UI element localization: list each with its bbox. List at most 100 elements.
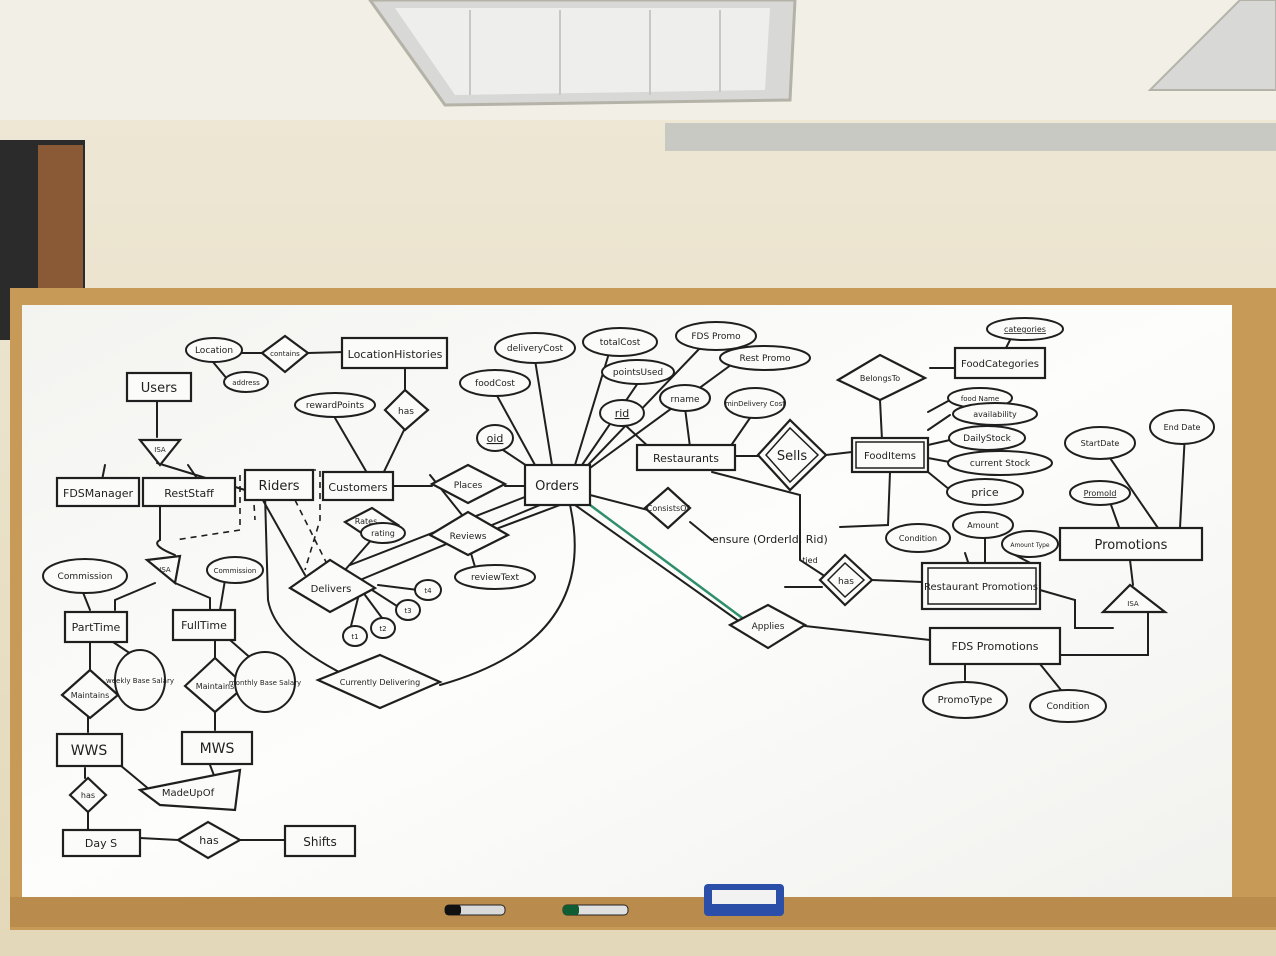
applies-relationship xyxy=(727,603,808,650)
commission-ft-attribute xyxy=(206,556,264,584)
shifts-label: Shifts xyxy=(303,835,337,849)
has-promo-inner-border xyxy=(826,561,866,599)
price-attr-label: price xyxy=(971,486,999,499)
commission-ft-attr-label: Commission xyxy=(214,567,257,575)
marker-black xyxy=(444,904,506,916)
promo-id-attribute xyxy=(1069,480,1131,506)
promo-id-attr-label: PromoId xyxy=(1084,489,1117,498)
daily-stock-attribute xyxy=(948,425,1026,451)
places-relationship xyxy=(429,463,508,505)
t2-attribute xyxy=(370,617,396,639)
has-location-relationship xyxy=(383,388,430,432)
restaurant-promotions-inner-border xyxy=(927,567,1037,605)
daily-stock-attr-label: DailyStock xyxy=(963,434,1011,444)
rest-promo-attribute xyxy=(719,345,811,371)
days-label: Day S xyxy=(85,837,117,850)
condition-fds-attribute xyxy=(1029,689,1107,723)
location-histories-label: LocationHistories xyxy=(348,348,443,361)
tied-annotation: tied xyxy=(802,556,817,565)
t4-attribute xyxy=(414,579,442,601)
address-attr-label: address xyxy=(232,379,260,387)
t1-attribute xyxy=(342,625,368,647)
condition-fds-attr-label: Condition xyxy=(1047,702,1090,712)
start-date-attr-label: StartDate xyxy=(1081,439,1120,448)
delivery-cost-attribute xyxy=(494,332,576,364)
rname-attribute xyxy=(659,384,711,412)
green-line xyxy=(589,503,746,622)
food-cost-attribute xyxy=(459,369,531,397)
food-items-label: FoodItems xyxy=(864,451,916,462)
fds-promotions-label: FDS Promotions xyxy=(952,640,1039,653)
reviews-label: Reviews xyxy=(450,532,487,542)
belongs-to-relationship xyxy=(835,353,928,402)
users-entity xyxy=(125,371,193,403)
has-location-label: has xyxy=(398,407,414,417)
rest-promo-attr-label: Rest Promo xyxy=(739,354,791,364)
points-used-attr-label: pointsUsed xyxy=(613,368,663,378)
reviews-relationship xyxy=(427,510,511,557)
current-stock-attribute xyxy=(947,450,1053,476)
users-label: Users xyxy=(141,381,178,396)
maintains-mws-label: Maintains xyxy=(196,682,235,691)
sells-label: Sells xyxy=(777,449,807,464)
customers-label: Customers xyxy=(328,481,387,494)
days-entity xyxy=(61,828,142,858)
commission-pt-attr-label: Commission xyxy=(58,572,113,582)
belongs-to-label: BelongsTo xyxy=(860,374,900,383)
points-used-attribute xyxy=(601,359,675,385)
food-cost-attr-label: foodCost xyxy=(475,379,515,389)
sells-relationship xyxy=(756,418,828,492)
applies-label: Applies xyxy=(752,622,785,632)
consists-of-label: ConsistsOf xyxy=(647,504,690,513)
wall-beam xyxy=(665,123,1276,151)
min-delivery-cost-attribute xyxy=(724,387,786,419)
contains-relationship xyxy=(260,334,310,374)
has-shifts-relationship xyxy=(175,820,243,860)
t3-attribute xyxy=(395,599,421,621)
delivers-relationship xyxy=(287,558,378,614)
restaurants-entity xyxy=(635,443,737,472)
delivers-label: Delivers xyxy=(311,584,352,595)
weekly-base-salary-attribute xyxy=(114,649,166,711)
food-categories-label: FoodCategories xyxy=(961,359,1039,370)
rating-attr-label: rating xyxy=(371,529,395,538)
mws-label: MWS xyxy=(200,741,235,757)
amount-attribute xyxy=(952,511,1014,539)
food-items-entity xyxy=(850,436,930,474)
full-time-label: FullTime xyxy=(181,619,227,632)
availability-attribute xyxy=(952,402,1038,426)
promotions-entity xyxy=(1058,526,1204,562)
price-attribute xyxy=(946,478,1024,506)
start-date-attribute xyxy=(1064,426,1136,460)
fds-promotions-entity xyxy=(928,626,1062,666)
address-attribute xyxy=(223,371,269,393)
rest-staff-entity xyxy=(141,476,237,508)
rid-attribute xyxy=(599,399,645,427)
full-time-entity xyxy=(171,608,237,642)
categories-attr-label: categories xyxy=(1004,325,1046,334)
location-attribute xyxy=(185,337,243,363)
end-date-attribute xyxy=(1149,409,1215,445)
users-isa-triangle xyxy=(137,438,183,467)
has-days-label: has xyxy=(81,791,95,800)
customers-entity xyxy=(321,470,395,502)
delivery-cost-attr-label: deliveryCost xyxy=(507,344,564,354)
amount-type-attribute xyxy=(1001,530,1059,558)
t2-attr-label: t2 xyxy=(379,625,386,633)
part-time-label: PartTime xyxy=(72,621,121,634)
availability-attr-label: availability xyxy=(973,410,1017,419)
made-up-of-relationship xyxy=(137,768,242,812)
amount-attr-label: Amount xyxy=(967,521,998,530)
amount-type-attr-label: Amount Type xyxy=(1010,542,1050,549)
eraser xyxy=(704,884,784,916)
total-cost-attribute xyxy=(582,327,658,357)
fds-promo-attr-label: FDS Promo xyxy=(691,332,741,342)
location-histories-entity xyxy=(340,336,449,370)
oid-attr-label: oid xyxy=(487,432,504,445)
reward-points-attr-label: rewardPoints xyxy=(306,401,365,411)
wws-label: WWS xyxy=(71,743,108,759)
currently-delivering-relationship xyxy=(315,653,443,710)
t1-attr-label: t1 xyxy=(351,633,358,641)
t3-attr-label: t3 xyxy=(404,607,411,615)
